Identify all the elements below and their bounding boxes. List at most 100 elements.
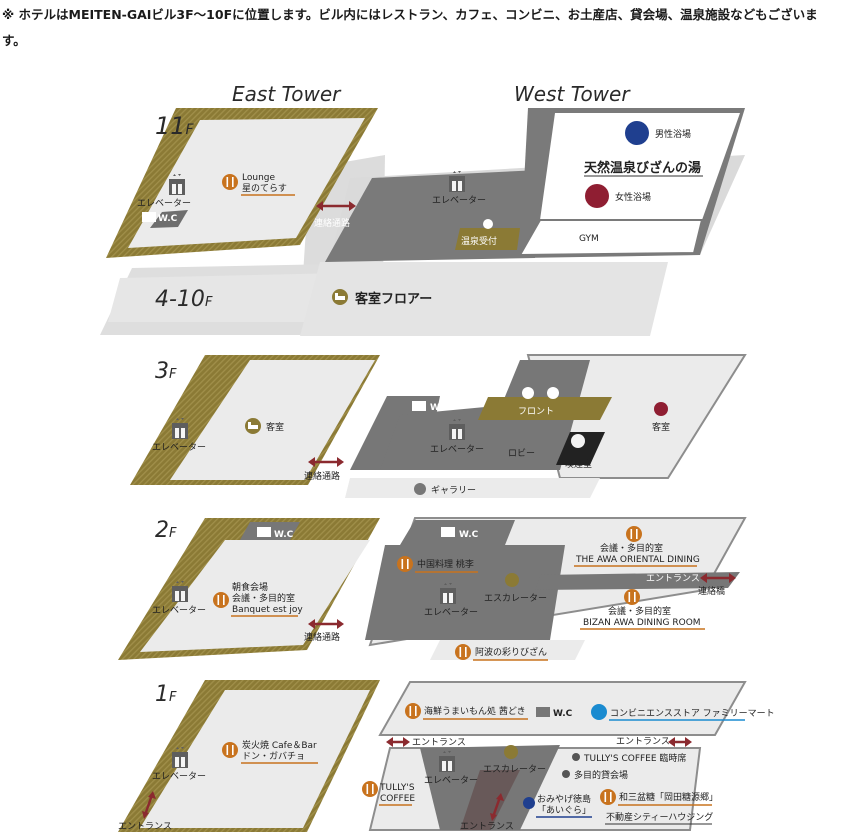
cafe-name-2: ドン・ガバチョ	[242, 751, 305, 762]
gallery-label: ギャラリー	[431, 485, 476, 496]
convenience-store-icon	[591, 704, 607, 720]
dining-icon	[362, 781, 378, 797]
room-icon	[654, 402, 668, 416]
tullys-2: COFFEE	[380, 794, 415, 804]
floor-3-label: 3F	[155, 359, 177, 384]
west-1f-entrance-right: エントランス	[616, 736, 670, 747]
west-1f-escalator-shade	[460, 770, 520, 830]
tullys-seat: TULLY'S COFFEE 臨時席	[583, 752, 686, 764]
lounge-en: Lounge	[242, 173, 275, 183]
east-11f-elevator: エレベーター	[137, 198, 191, 209]
wc-icon	[441, 527, 455, 537]
guest-floor-label: 客室フロアー	[355, 291, 432, 307]
wc-icon	[142, 212, 156, 222]
bullet-icon	[562, 770, 570, 778]
staff-icon	[547, 387, 559, 399]
east-tower-title: East Tower	[232, 82, 342, 106]
corridor-11f: 連絡通路	[314, 217, 350, 229]
gallery-icon	[414, 483, 426, 495]
west-3f-wc: W.C	[430, 403, 450, 413]
west-2f-elevator: エレベーター	[424, 607, 478, 618]
venue-3: Banquet est joy	[232, 605, 303, 615]
cafe-name-1: 炭火焼 Cafe＆Bar	[242, 740, 317, 751]
dining-1a: 会議・多目的室	[600, 542, 663, 554]
floor-3	[130, 354, 747, 498]
dining-icon	[405, 703, 421, 719]
front-desk	[478, 397, 612, 420]
west-2f-entrance: エントランス	[646, 573, 700, 584]
floor-2-label: 2F	[155, 518, 177, 543]
west-11f-elevator: エレベーター	[432, 195, 486, 206]
floor-2	[118, 517, 747, 660]
wc-icon	[536, 707, 550, 717]
men-onsen-icon	[625, 121, 649, 145]
east-11f-floor	[128, 118, 365, 248]
corridor-arrow	[308, 457, 344, 467]
west-2f-escalator: エスカレーター	[484, 593, 547, 604]
onsen-reception: 温泉受付	[461, 235, 497, 247]
dining-icon	[624, 589, 640, 605]
dining-icon	[455, 644, 471, 660]
floor-4-10-west	[300, 262, 668, 336]
dining-icon	[213, 592, 229, 608]
awa-restaurant: 阿波の彩りびざん	[475, 646, 547, 658]
west-1f-entrance-bottom: エントランス	[460, 821, 514, 832]
bullet-icon	[572, 753, 580, 761]
shopping-cart-icon	[523, 797, 535, 809]
floor-4-10	[100, 262, 668, 336]
front-label: フロント	[518, 407, 554, 417]
west-1f-entrance-left: エントランス	[412, 737, 466, 748]
smoking-room	[556, 432, 605, 465]
entrance-arrow	[490, 793, 504, 821]
wc-icon	[412, 401, 426, 411]
floor-4-10-label: 4-10F	[155, 287, 213, 312]
west-11f-gym-room	[518, 219, 704, 257]
corridor-arrow	[316, 201, 356, 211]
entrance-arrow	[700, 573, 736, 583]
west-tower-title: West Tower	[514, 82, 631, 106]
convenience-store: コンビニエンスストア ファミリーマート	[610, 708, 775, 719]
east-2f-wc: W.C	[274, 530, 294, 540]
entrance-arrow	[386, 737, 410, 747]
staff-icon	[522, 387, 534, 399]
west-3f-room: 客室	[652, 421, 670, 433]
multipurpose-hall: 多目的貸会場	[574, 769, 628, 781]
gallery-strip	[345, 478, 600, 498]
west-2f-center	[365, 545, 565, 640]
women-bath: 女性浴場	[615, 191, 651, 203]
west-2f-bridge	[535, 572, 740, 590]
reception-person-icon	[483, 219, 493, 229]
smoking-room-label: 喫煙室	[565, 458, 592, 470]
dining-2b: BIZAN AWA DINING ROOM	[583, 618, 701, 628]
bed-icon	[332, 289, 348, 305]
dining-icon	[626, 526, 642, 542]
east-3f-room: 客室	[266, 421, 284, 433]
floor-1	[118, 680, 747, 832]
escalator-icon	[504, 745, 518, 759]
escalator-icon	[505, 573, 519, 587]
corridor-3f: 連絡通路	[304, 470, 340, 482]
corridor-2f: 連絡通路	[304, 631, 340, 643]
west-1f-elevator: エレベーター	[424, 775, 478, 786]
corridor-arrow	[308, 619, 344, 629]
wasanbon-shop: 和三盆糖「岡田糖源郷」	[619, 791, 718, 803]
onsen-name: 天然温泉びざんの湯	[584, 160, 701, 176]
gym-label: GYM	[579, 234, 599, 244]
entrance-arrow	[668, 737, 692, 747]
floor-11	[106, 108, 745, 290]
west-2f-wc-strip	[400, 520, 515, 545]
men-bath: 男性浴場	[655, 128, 691, 140]
dining-icon	[397, 556, 413, 572]
seafood-restaurant: 海鮮うまいもん処 茜どき	[424, 705, 526, 717]
souvenir-1: おみやげ徳島	[537, 793, 591, 805]
venue-1: 朝食会場	[232, 581, 268, 593]
bridge-label: 連絡橋	[698, 585, 725, 597]
intro-text: ※ ホテルはMEITEN-GAIビル3F〜10Fに位置します。ビル内にはレストラ…	[2, 7, 818, 48]
east-11f-wc-block	[150, 210, 188, 228]
dining-2a: 会議・多目的室	[608, 605, 671, 617]
east-1f-elevator: エレベーター	[152, 771, 206, 782]
west-3f-elevator: エレベーター	[430, 444, 484, 455]
west-1f-wc: W.C	[553, 709, 573, 719]
onsen-reception-block	[455, 228, 520, 250]
